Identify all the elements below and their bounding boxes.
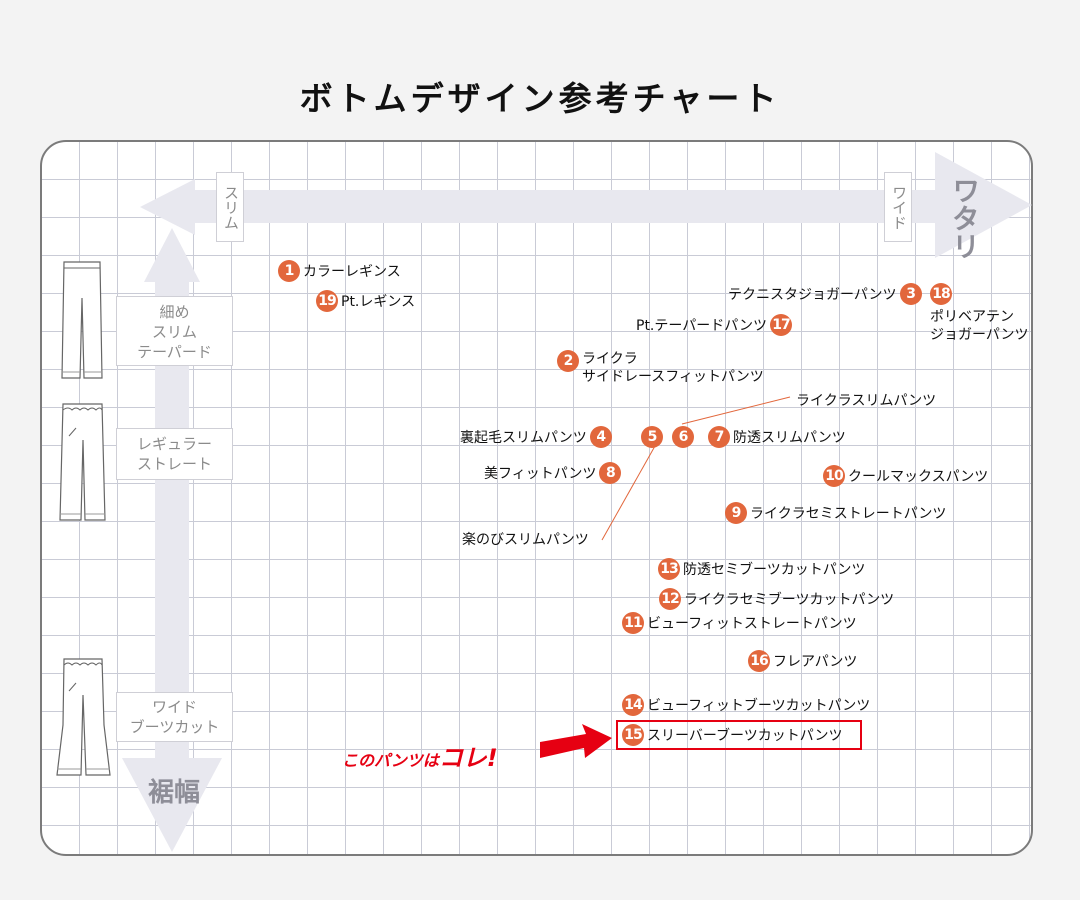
axis-name-susohaba: 裾幅	[148, 778, 201, 808]
item-4-label: 裏起毛スリムパンツ	[460, 430, 587, 446]
item-18-label-line1: ポリベアテン	[930, 309, 1014, 325]
badge-8: 8	[599, 462, 622, 484]
item-11-label: ビューフィットストレートパンツ	[647, 616, 857, 632]
horizontal-axis-arrow	[140, 152, 1032, 258]
callout-prefix: このパンツは	[342, 751, 439, 770]
badge-2: 2	[557, 350, 579, 372]
category-line: テーパード	[137, 343, 212, 361]
item-10-label: クールマックスパンツ	[848, 469, 989, 485]
badge-13: 13	[658, 558, 680, 580]
item-14-label: ビューフィットブーツカットパンツ	[647, 698, 871, 714]
category-label-slim: 細め スリム テーパード	[116, 296, 233, 366]
leader-line-6	[681, 396, 791, 425]
category-label-wide: ワイド ブーツカット	[116, 692, 233, 742]
category-label-regular: レギュラー ストレート	[116, 428, 233, 480]
item-5: 5	[641, 426, 663, 448]
item-2-label-line1: ライクラ	[582, 351, 638, 367]
badge-6: 6	[672, 426, 694, 448]
badge-18: 18	[930, 283, 952, 305]
item-7: 7 防透スリムパンツ	[708, 426, 846, 448]
item-8-label: 美フィットパンツ	[484, 466, 597, 482]
item-3-label: テクニスタジョガーパンツ	[728, 287, 897, 303]
item-4: 裏起毛スリムパンツ 4	[460, 426, 612, 448]
regular-pants-illustration	[59, 403, 106, 521]
category-line: ワイド	[151, 698, 197, 716]
item-5-label: 楽のびスリムパンツ	[462, 532, 589, 548]
category-line: ストレート	[136, 455, 212, 473]
badge-15: 15	[622, 724, 644, 746]
item-9: 9 ライクラセミストレートパンツ	[725, 502, 946, 524]
item-2: 2 ライクラ サイドレースフィットパンツ	[557, 350, 764, 386]
item-12: 12 ライクラセミブーツカットパンツ	[659, 588, 894, 610]
item-15: 15 スリーバーブーツカットパンツ	[622, 724, 842, 746]
vertical-axis-arrow	[122, 228, 222, 852]
badge-16: 16	[748, 650, 770, 672]
axis-label-wide: ワイド	[884, 172, 912, 242]
leader-label-6: ライクラスリムパンツ	[796, 390, 936, 410]
badge-1: 1	[278, 260, 300, 282]
badge-7: 7	[708, 426, 730, 448]
chart-title: ボトムデザイン参考チャート	[299, 79, 781, 118]
callout-emphasis: コレ!	[438, 744, 498, 772]
item-10: 10 クールマックスパンツ	[823, 465, 988, 487]
item-17-label: Pt.テーパードパンツ	[636, 318, 767, 334]
item-1-label: カラーレギンス	[303, 264, 401, 280]
axis-label-slim: スリム	[216, 172, 244, 242]
item-17: Pt.テーパードパンツ 17	[636, 314, 792, 336]
item-18-label-line2: ジョガーパンツ	[930, 327, 1029, 343]
badge-5: 5	[641, 426, 663, 448]
bootcut-pants-illustration	[56, 658, 111, 776]
item-19: 19 Pt.レギンス	[316, 290, 415, 312]
item-9-label: ライクラセミストレートパンツ	[750, 506, 947, 522]
badge-19: 19	[316, 290, 338, 312]
item-18: 18 ポリベアテン ジョガーパンツ	[930, 283, 1029, 344]
axis-name-watari: ワタリ	[948, 176, 981, 260]
chart-panel	[40, 140, 1033, 856]
item-11: 11 ビューフィットストレートパンツ	[622, 612, 857, 634]
category-line: ブーツカット	[129, 718, 220, 736]
badge-14: 14	[622, 694, 644, 716]
badge-4: 4	[589, 426, 612, 448]
category-line: 細め	[159, 303, 190, 321]
item-6: 6	[672, 426, 694, 448]
category-line: スリム	[151, 323, 197, 341]
item-8: 美フィットパンツ 8	[484, 462, 622, 484]
leader-label-5: 楽のびスリムパンツ	[462, 529, 589, 549]
badge-9: 9	[725, 502, 747, 524]
badge-10: 10	[823, 465, 845, 487]
item-15-label: スリーバーブーツカットパンツ	[647, 728, 843, 744]
callout-text: このパンツはコレ!	[342, 738, 498, 773]
category-line: レギュラー	[136, 435, 212, 453]
item-13: 13 防透セミブーツカットパンツ	[658, 558, 865, 580]
badge-12: 12	[659, 588, 681, 610]
item-12-label: ライクラセミブーツカットパンツ	[684, 592, 895, 608]
slim-pants-illustration	[61, 261, 103, 379]
badge-17: 17	[769, 314, 792, 336]
highlight-box	[616, 720, 862, 750]
item-3: テクニスタジョガーパンツ 3	[728, 283, 922, 305]
badge-11: 11	[622, 612, 644, 634]
item-14: 14 ビューフィットブーツカットパンツ	[622, 694, 870, 716]
item-6-label: ライクラスリムパンツ	[796, 393, 937, 409]
item-13-label: 防透セミブーツカットパンツ	[683, 562, 866, 578]
item-7-label: 防透スリムパンツ	[733, 430, 846, 446]
item-1: 1 カラーレギンス	[278, 260, 401, 282]
item-16-label: フレアパンツ	[773, 654, 858, 670]
item-19-label: Pt.レギンス	[341, 294, 416, 310]
badge-3: 3	[899, 283, 922, 305]
item-16: 16 フレアパンツ	[748, 650, 857, 672]
item-2-label-line2: サイドレースフィットパンツ	[582, 369, 764, 385]
leader-line-5	[601, 445, 656, 541]
